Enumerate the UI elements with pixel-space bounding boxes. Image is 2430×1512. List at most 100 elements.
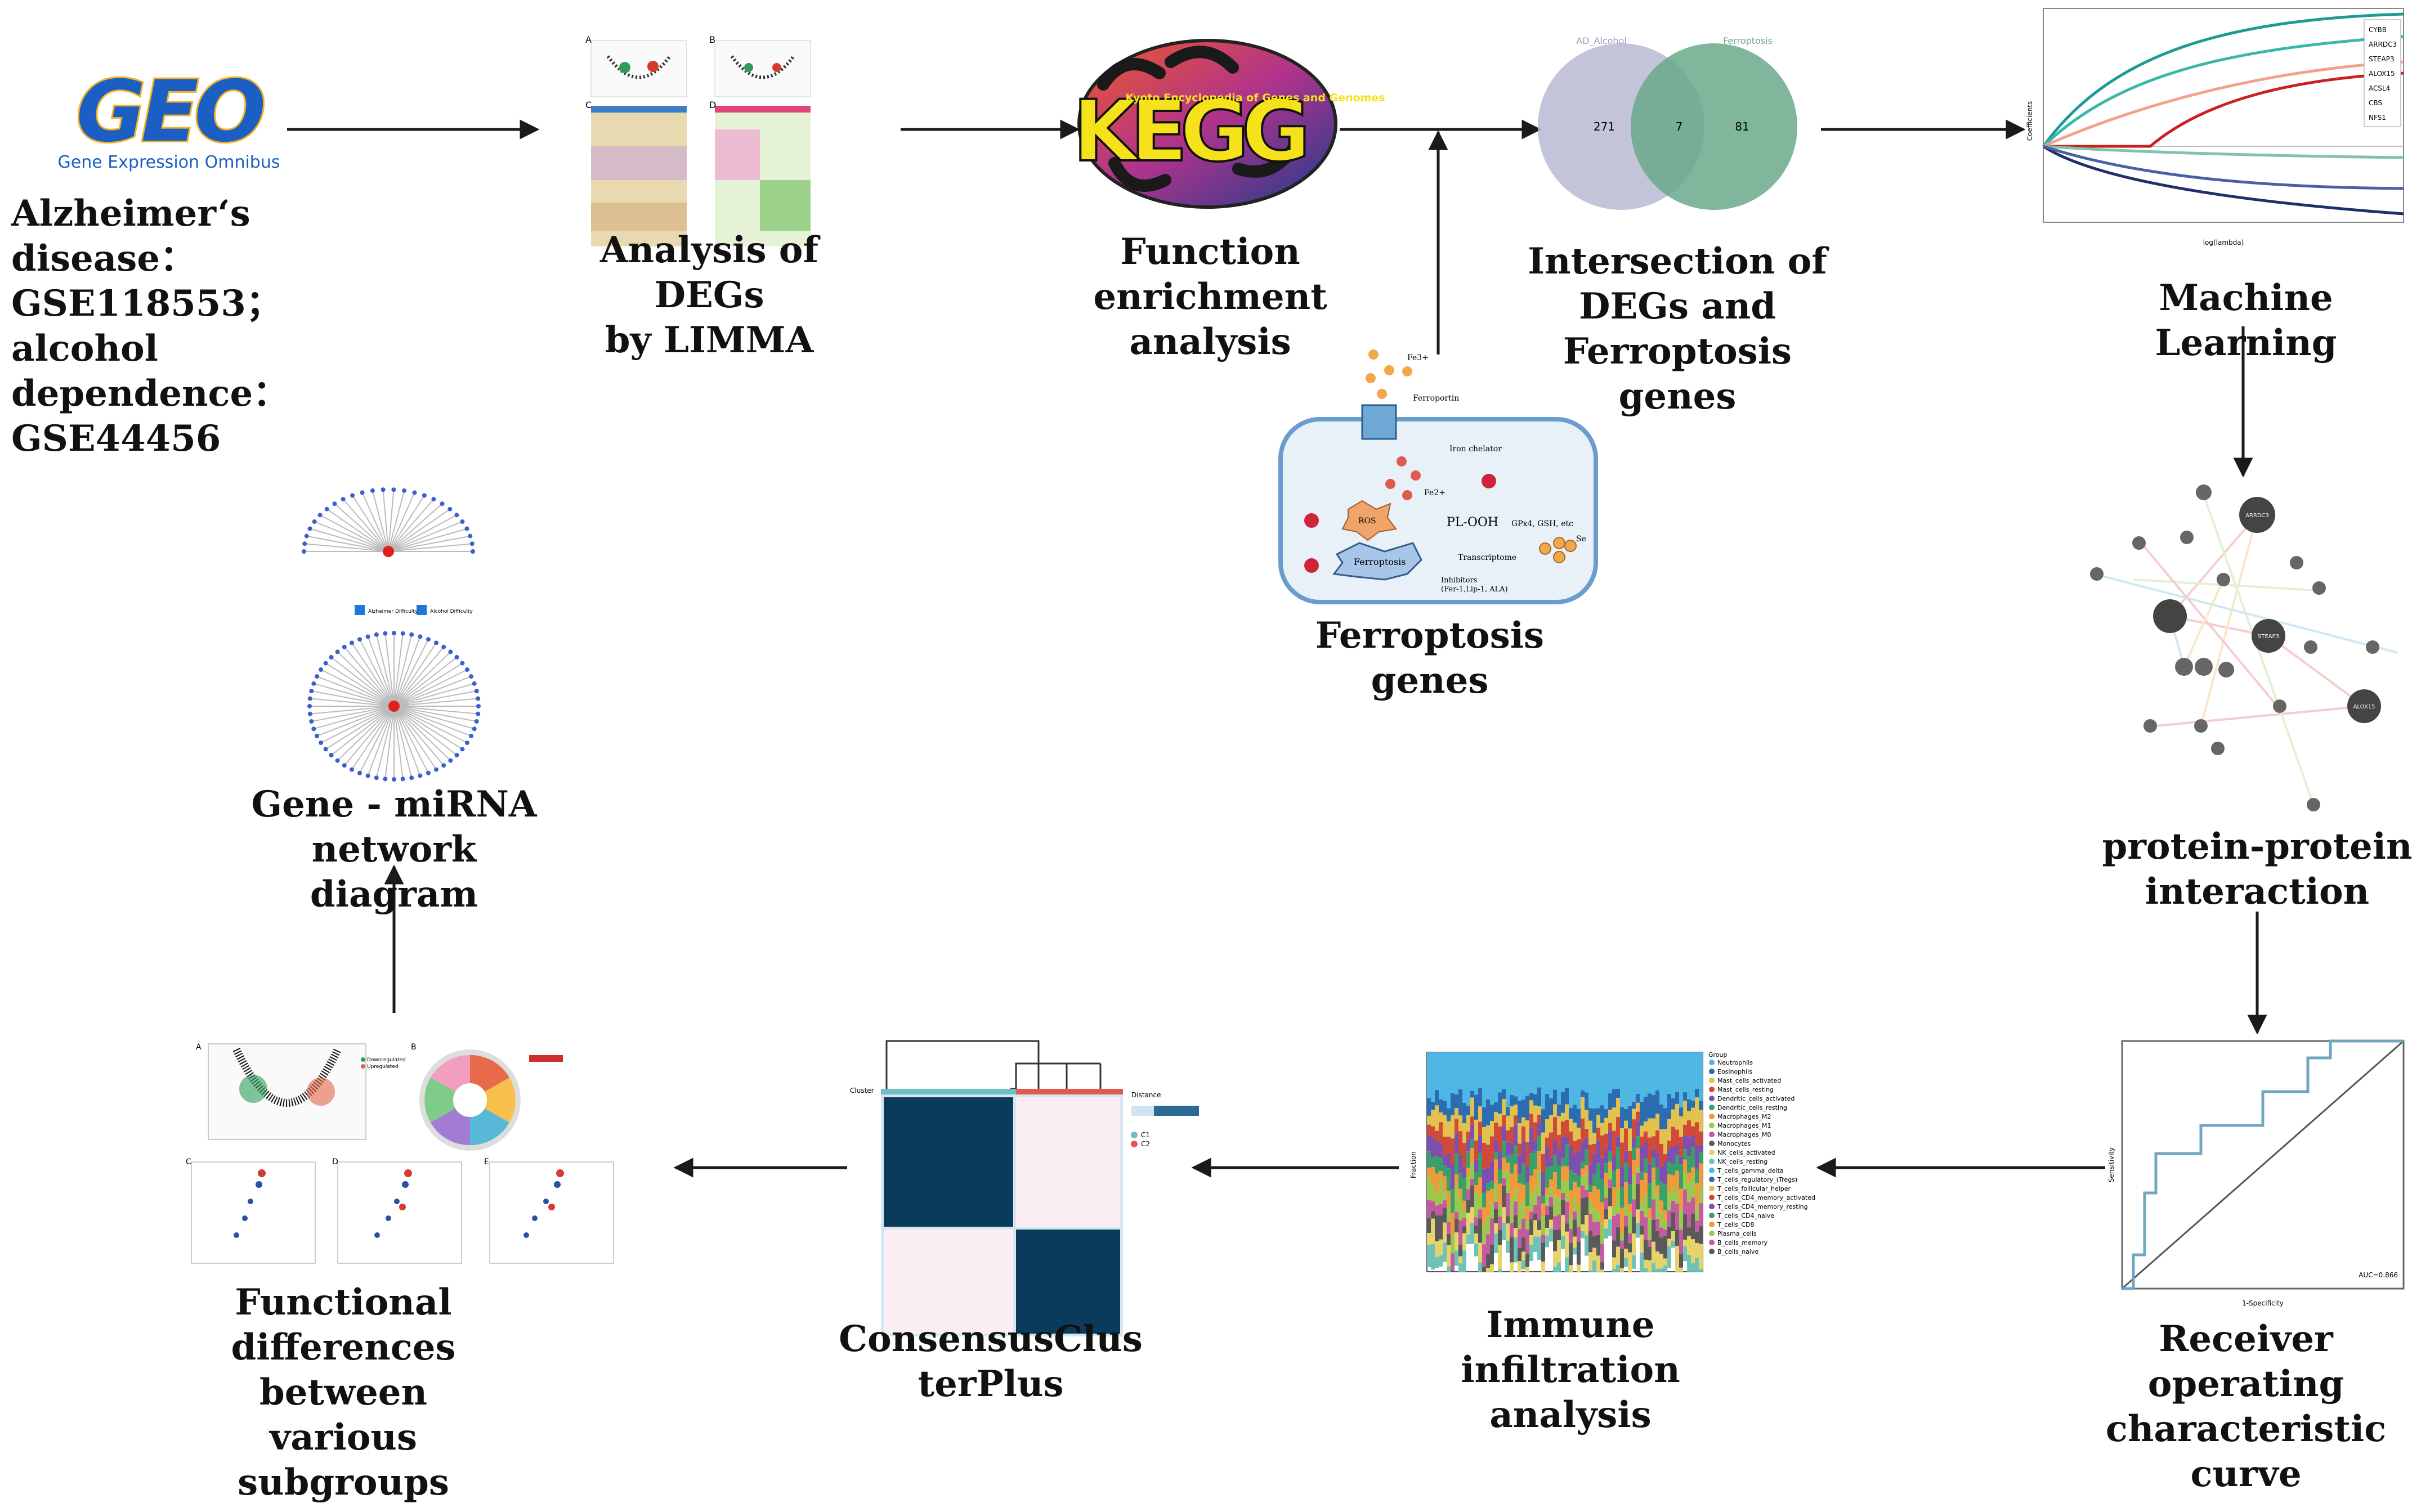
immune-bar-segment	[1644, 1239, 1648, 1260]
immune-bar-segment	[1462, 1143, 1466, 1167]
immune-bar-segment	[1600, 1223, 1604, 1244]
immune-bar-segment	[1518, 1155, 1521, 1174]
ppi-hub-label-2: ALOX15	[2353, 704, 2375, 710]
immune-bar-segment	[1577, 1187, 1581, 1208]
immune-bar-segment	[1494, 1139, 1498, 1153]
immune-bar-segment	[1624, 1150, 1628, 1163]
limma-panel-b: B	[709, 34, 715, 45]
immune-bar-segment	[1482, 1207, 1486, 1224]
immune-bar-segment	[1679, 1137, 1683, 1157]
immune-bar-segment	[1644, 1195, 1648, 1218]
immune-bar-segment	[1632, 1052, 1636, 1102]
immune-bar-segment	[1506, 1115, 1510, 1130]
immune-bar-segment	[1604, 1163, 1608, 1173]
immune-legend-swatch	[1709, 1060, 1715, 1065]
immune-bar-segment	[1455, 1153, 1458, 1175]
ppi-label: protein-protein interaction	[2102, 825, 2413, 913]
immune-bar-segment	[1667, 1162, 1671, 1174]
immune-bar-segment	[1521, 1185, 1525, 1202]
immune-bar-segment	[1451, 1189, 1455, 1213]
mirna-edge	[388, 508, 450, 552]
immune-bar-segment	[1474, 1244, 1478, 1257]
immune-bar-segment	[1490, 1244, 1494, 1264]
mirna-edge	[388, 514, 457, 552]
immune-bar-segment	[1431, 1110, 1435, 1127]
immune-bar-segment	[1427, 1115, 1431, 1125]
immune-bar-segment	[1640, 1203, 1644, 1211]
immune-bar-segment	[1620, 1240, 1624, 1249]
immune-bar-segment	[1573, 1154, 1577, 1174]
immune-bar-segment	[1640, 1210, 1644, 1226]
mirna-node	[471, 549, 475, 554]
lasso-gene-1: ARRDC3	[2369, 41, 2397, 48]
flow-arrows	[287, 119, 2267, 1178]
immune-bar-segment	[1529, 1219, 1533, 1236]
immune-bar-segment	[1604, 1149, 1608, 1164]
immune-bar-segment	[1581, 1161, 1585, 1169]
immune-bar-segment	[1612, 1215, 1616, 1241]
immune-bar-segment	[1478, 1088, 1482, 1107]
immune-bar-segment	[1494, 1201, 1498, 1209]
immune-bar-segment	[1640, 1226, 1644, 1235]
immune-bar-segment	[1557, 1052, 1561, 1105]
immune-bar-segment	[1569, 1131, 1573, 1146]
immune-bar-segment	[1502, 1127, 1506, 1142]
immune-ylabel: Fraction	[1409, 1151, 1417, 1178]
mirna-edge	[314, 706, 395, 730]
mirna-edge	[344, 706, 395, 766]
mirna-edge	[393, 651, 451, 707]
immune-bar-segment	[1537, 1106, 1541, 1115]
immune-bar-segment	[1612, 1257, 1616, 1269]
immune-bar-segment	[1478, 1052, 1482, 1088]
functional-panel-e: E	[484, 1157, 489, 1166]
immune-bar-segment	[1659, 1052, 1663, 1105]
immune-legend-item: Mast_cells_activated	[1717, 1077, 1781, 1084]
immune-bar-segment	[1604, 1209, 1608, 1219]
immune-bar-segment	[1640, 1146, 1644, 1172]
immune-bar-segment	[1585, 1173, 1588, 1190]
immune-bar-segment	[1447, 1152, 1451, 1169]
functional-legend-down: Downregulated	[367, 1057, 406, 1063]
immune-bar-segment	[1687, 1202, 1691, 1228]
immune-legend-item: Neutrophils	[1717, 1059, 1753, 1066]
immune-bar-segment	[1655, 1114, 1659, 1130]
immune-bar-segment	[1652, 1158, 1655, 1168]
immune-bar-segment	[1435, 1241, 1439, 1257]
mirna-edge	[325, 662, 395, 707]
immune-bar-segment	[1490, 1181, 1494, 1189]
immune-legend-swatch	[1709, 1240, 1715, 1245]
immune-bar-segment	[1640, 1125, 1644, 1137]
immune-legend-swatch	[1709, 1195, 1715, 1200]
immune-bar-segment	[1439, 1239, 1443, 1255]
immune-bar-segment	[1549, 1132, 1553, 1158]
mirna-edge	[393, 669, 468, 707]
immune-bar-segment	[1569, 1107, 1573, 1119]
volcano-b	[714, 40, 811, 97]
immune-bar-segment	[1451, 1271, 1455, 1272]
immune-bar-segment	[1529, 1052, 1533, 1093]
immune-bar-segment	[1427, 1124, 1431, 1136]
immune-bar-segment	[1466, 1052, 1470, 1106]
immune-bar-segment	[1640, 1172, 1644, 1180]
mirna-edge	[388, 521, 463, 552]
immune-bar-segment	[1652, 1180, 1655, 1200]
immune-bar-segment	[1529, 1100, 1533, 1114]
mirna-edge	[393, 690, 477, 707]
immune-bar-segment	[1659, 1227, 1663, 1238]
geo-logo-text: GEO	[76, 63, 263, 161]
immune-bar-segment	[1573, 1219, 1577, 1237]
immune-bar-segment	[1458, 1188, 1462, 1198]
limma-label: Analysis of DEGs by LIMMA	[599, 229, 819, 361]
immune-bar-segment	[1565, 1088, 1569, 1105]
mirna-edge	[316, 706, 395, 737]
immune-bar-segment	[1470, 1222, 1474, 1244]
immune-bar-segment	[1466, 1168, 1470, 1175]
immune-bar-segment	[1458, 1256, 1462, 1264]
immune-bar-segment	[1541, 1196, 1545, 1204]
immune-bar-segment	[1435, 1156, 1439, 1174]
immune-bar-segment	[1498, 1230, 1502, 1245]
chord-wheel	[419, 1049, 521, 1151]
immune-bar-segment	[1671, 1231, 1675, 1241]
immune-bar-segment	[1624, 1215, 1628, 1227]
immune-bar-segment	[1455, 1232, 1458, 1251]
